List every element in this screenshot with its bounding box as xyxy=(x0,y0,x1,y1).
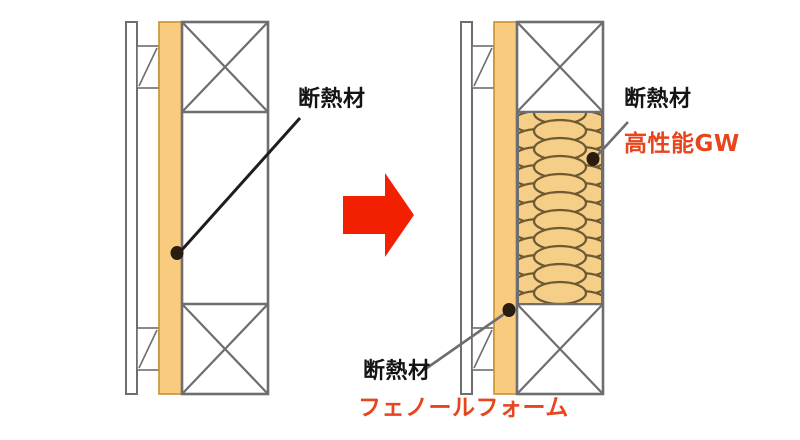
callout-leader-bottom xyxy=(423,303,516,372)
marker-dot-bottom xyxy=(502,303,516,317)
before-siding-strip xyxy=(125,21,138,395)
transition-arrow xyxy=(343,173,414,257)
callout-label-right-top: 断熱材 xyxy=(624,87,692,112)
before-frame xyxy=(180,20,270,396)
callout-label-right-top-sub: 高性能GW xyxy=(624,131,740,157)
panel-before xyxy=(125,20,302,396)
before-insulation-board xyxy=(158,21,183,395)
before-brace-top xyxy=(181,21,269,113)
after-furring-top xyxy=(471,45,495,89)
after-brace-bottom xyxy=(516,303,604,395)
after-brace-top xyxy=(516,21,604,113)
glass-wool-cells xyxy=(518,112,602,304)
marker-dot-right-top xyxy=(586,152,600,166)
before-brace-bottom xyxy=(181,303,269,395)
callout-label-left-top: 断熱材 xyxy=(298,87,366,112)
panel-after xyxy=(423,20,629,396)
after-siding-strip xyxy=(460,21,473,395)
callout-label-bottom: 断熱材 xyxy=(363,359,431,384)
marker-dot-left-top xyxy=(170,246,184,260)
callout-leader-right-top xyxy=(586,121,629,166)
callout-label-bottom-sub: フェノールフォーム xyxy=(358,395,569,421)
callout-leader-left-top xyxy=(170,116,302,260)
after-insulation-board xyxy=(493,21,518,395)
after-glass-wool xyxy=(517,111,603,305)
before-furring-top xyxy=(136,45,160,89)
before-furring-bottom xyxy=(136,327,160,371)
